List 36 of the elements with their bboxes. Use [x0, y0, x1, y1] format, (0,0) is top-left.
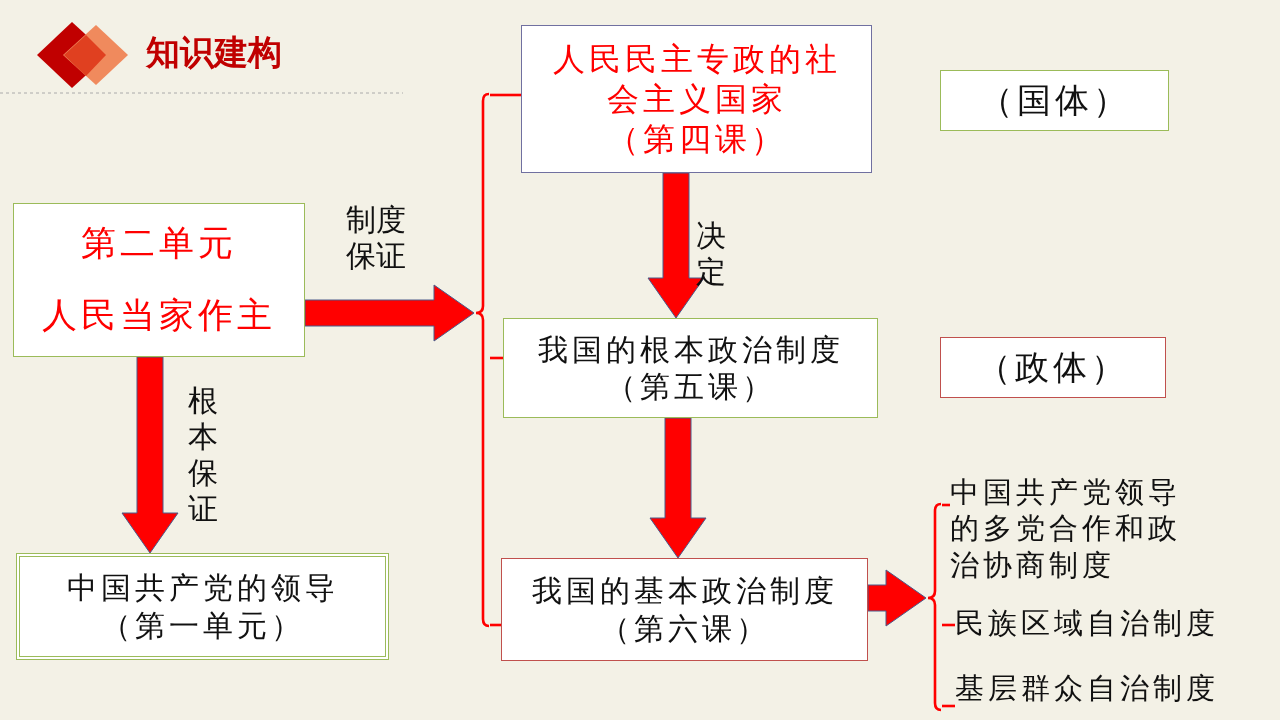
box-text: 中国共产党的领导	[66, 569, 339, 607]
block-arrow	[304, 284, 475, 342]
list-item-text: 民族区域自治制度	[955, 605, 1245, 642]
text-box	[501, 558, 868, 661]
edge-label: 制度保证	[346, 202, 407, 274]
box-text: （第一单元）	[100, 606, 305, 644]
block-arrow	[649, 417, 707, 559]
box-text: 我国的根本政治制度	[537, 330, 844, 368]
connector-line	[942, 503, 950, 507]
text-box	[503, 318, 878, 418]
block-arrow	[121, 356, 179, 554]
box-text: 人民民主专政的社会主义国家	[551, 39, 842, 119]
block-arrow	[867, 569, 927, 627]
box-text: 第二单元	[81, 222, 237, 266]
connector-line	[942, 704, 955, 708]
title: 知识建构	[146, 31, 282, 74]
box-text: 我国的基本政治制度	[531, 572, 838, 610]
text-box	[13, 203, 305, 357]
box-text: （国体）	[978, 79, 1131, 122]
text-box	[16, 553, 389, 660]
list-item-text: 中国共产党领导的多党合作和政治协商制度	[950, 474, 1200, 583]
text-box	[521, 25, 872, 173]
box-text: （第六课）	[599, 609, 770, 647]
text-box	[940, 337, 1166, 398]
connector-line	[490, 93, 521, 97]
connector-line	[490, 356, 503, 360]
connector-line	[942, 623, 955, 627]
box-text: （第五课）	[605, 368, 776, 406]
box-text: 人民当家作主	[42, 294, 276, 337]
box-text: （政体）	[977, 346, 1129, 389]
edge-label: 决定	[696, 218, 727, 290]
list-item-text: 基层群众自治制度	[955, 670, 1245, 707]
text-box	[940, 70, 1169, 131]
connector-line	[490, 623, 501, 627]
box-text: （第四课）	[605, 119, 788, 159]
edge-label: 根本保证	[188, 383, 219, 527]
